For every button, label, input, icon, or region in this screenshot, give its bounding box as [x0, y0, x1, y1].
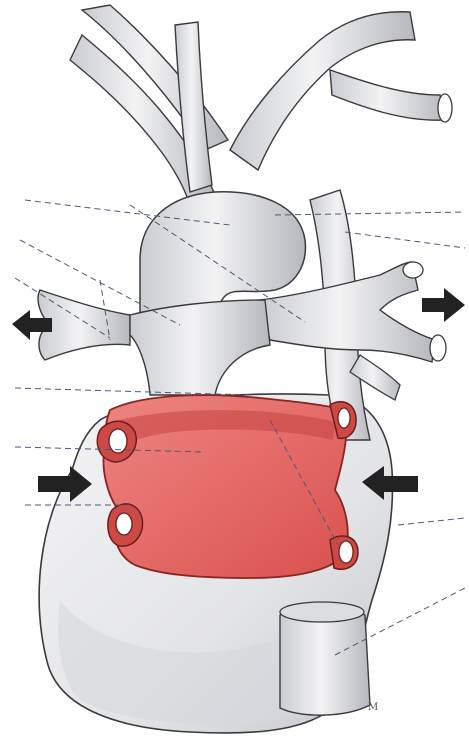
pulmonary-opening-right-a	[403, 262, 423, 278]
pulmonary-opening-right-b	[430, 335, 446, 361]
atrium-vein-opening-lower-right	[339, 541, 353, 563]
leader-line	[345, 232, 465, 248]
inferior-vena-cava-top	[280, 602, 364, 622]
signature-mark: M	[368, 702, 379, 713]
pulmonary-trunk	[130, 300, 270, 395]
vessel-opening-right-top	[438, 94, 452, 122]
atrium-vein-opening-lower-left	[116, 513, 132, 535]
vessel-right-small	[330, 70, 445, 120]
atrium-vein-opening-upper-right	[338, 408, 350, 428]
leader-line	[275, 212, 465, 215]
right-upper-arrow	[422, 288, 465, 322]
inferior-vena-cava	[280, 608, 370, 716]
leader-line	[398, 518, 465, 525]
